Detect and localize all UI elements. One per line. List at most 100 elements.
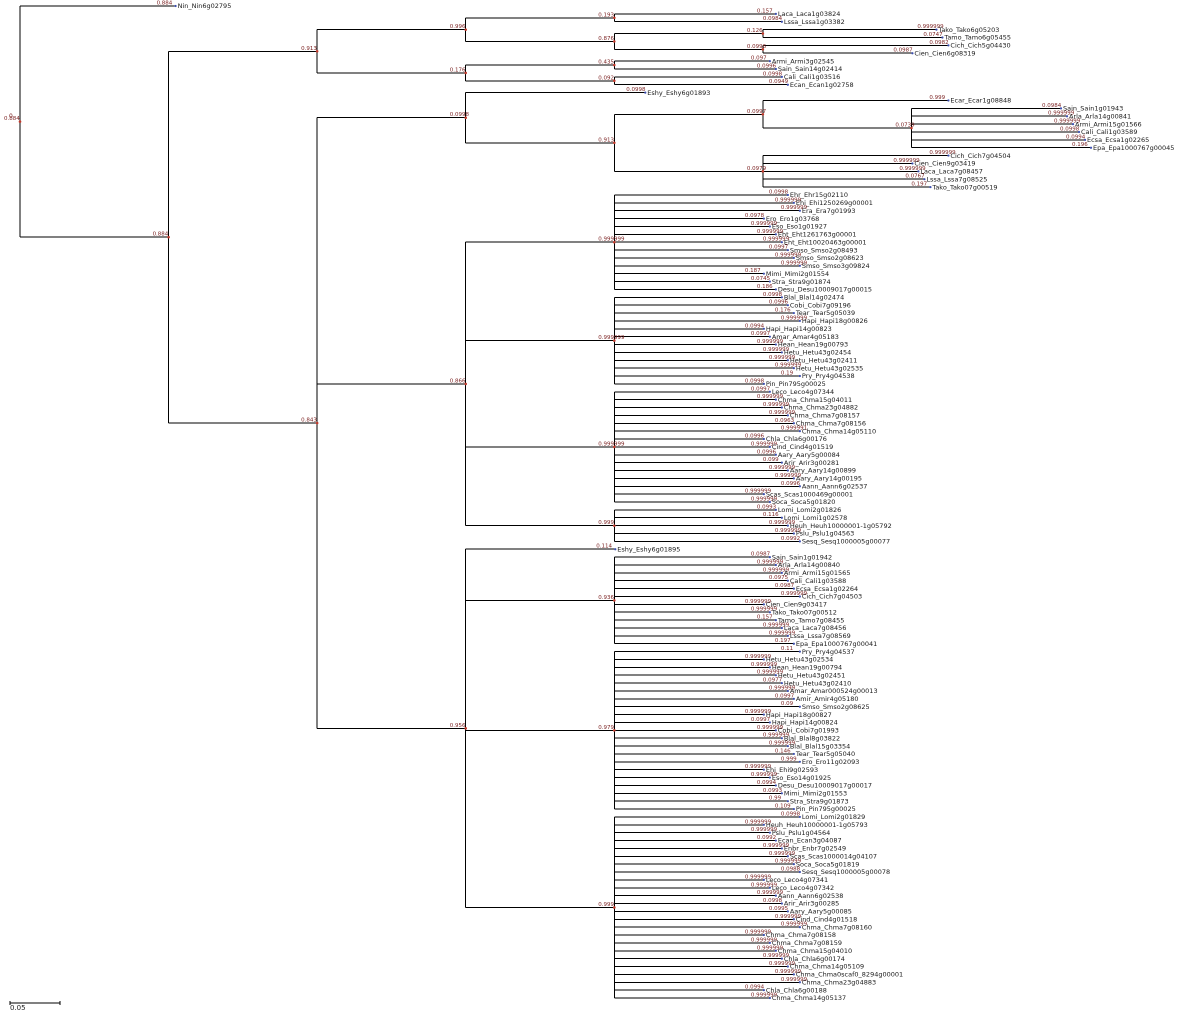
tip-node — [768, 390, 771, 393]
tip-node — [792, 532, 795, 535]
tip-node — [762, 327, 765, 330]
leaf-label-58: Arir_Arir3g00281 — [784, 459, 839, 467]
leaf-label-32: Smso_Smso2g08623 — [796, 254, 864, 262]
support-value: 0.999999 — [751, 993, 778, 999]
support-value: 0.0963 — [775, 418, 795, 424]
internal-node-20 — [612, 729, 616, 732]
support-value: 0.999999 — [751, 882, 778, 888]
leaf-label-5: Cich_Cich5g04430 — [950, 42, 1010, 50]
leaf-label-71: Arla_Arla14g00840 — [778, 561, 840, 569]
leaf-label-77: Tako_Tako07g00512 — [771, 608, 837, 616]
internal-node-11 — [761, 170, 765, 173]
support-value: 0.0747 — [923, 32, 943, 38]
support-value: 0.999999 — [598, 237, 625, 243]
tip-node — [798, 760, 801, 763]
tip-node — [774, 784, 777, 787]
leaf-label-26: Era_Era7g01993 — [802, 207, 856, 215]
support-value: 0.913 — [598, 137, 614, 143]
tip-node — [174, 4, 177, 8]
support-value: 0.999999 — [775, 859, 802, 865]
tip-node — [780, 737, 783, 740]
leaf-label-105: Pslu_Pslu1g04564 — [772, 829, 830, 837]
internal-node-16 — [612, 445, 616, 449]
support-value: 0.936 — [598, 595, 614, 601]
tip-node — [762, 493, 765, 496]
support-value: 0.999999 — [751, 772, 778, 778]
tip-node — [768, 335, 771, 338]
leaf-label-42: Amar_Amar4g05183 — [772, 333, 839, 341]
internal-node-23 — [315, 421, 319, 425]
tip-node — [768, 721, 771, 724]
support-value: 0.0996 — [757, 449, 777, 455]
support-value: 0.0987 — [893, 48, 913, 54]
support-value: 0.0997 — [751, 386, 771, 392]
tip-node — [798, 319, 801, 323]
support-value: 0.999999 — [745, 489, 772, 495]
tip-node — [780, 406, 783, 409]
leaf-label-115: Aary_Aary5g00085 — [790, 908, 852, 916]
support-value: 0.0992 — [757, 835, 776, 841]
support-value: 0.0992 — [781, 536, 800, 542]
tip-node — [768, 611, 771, 614]
leaf-label-7: Armi_Armi3g02545 — [772, 57, 834, 65]
support-value: 0.999999 — [763, 733, 790, 739]
tip-node — [774, 67, 777, 71]
support-value: 0.956 — [450, 723, 466, 729]
tip-node — [768, 996, 771, 1000]
support-value: 0.99 — [769, 796, 782, 802]
support-value: 0.0996 — [745, 434, 765, 440]
support-value: 0.0998 — [763, 71, 783, 77]
support-value: 0.435 — [598, 60, 614, 66]
support-value: 0.999999 — [769, 355, 796, 361]
tip-node — [774, 618, 777, 622]
tip-node — [644, 91, 647, 94]
leaf-label-16: Cali_Cali1g03589 — [1081, 128, 1137, 136]
support-value: 0.176 — [450, 67, 466, 73]
tip-node — [768, 941, 771, 944]
tip-node — [792, 422, 795, 425]
leaf-label-79: Laca_Laca7g08456 — [784, 624, 847, 632]
support-value: 0.099 — [763, 457, 779, 463]
tip-node — [774, 398, 777, 401]
leaf-label-18: Epa_Epa1000767g00045 — [1093, 144, 1174, 152]
support-value: 0.999999 — [751, 221, 778, 227]
support-value: 0.999999 — [745, 599, 772, 605]
leaf-label-126: Chma_Chma14g05137 — [772, 994, 846, 1002]
tip-node — [780, 241, 783, 244]
tip-node — [762, 603, 765, 606]
support-value: 0.0988 — [781, 867, 801, 873]
leaf-label-85: Hetu_Hetu43g02451 — [778, 671, 845, 679]
support-value: 0.114 — [596, 544, 612, 550]
leaf-label-11: Eshy_Eshy6g01893 — [647, 89, 710, 97]
tip-node — [786, 910, 789, 913]
leaf-label-95: Tear_Tear5g05040 — [795, 750, 855, 758]
leaf-label-108: Scas_Scas1000014g04107 — [790, 852, 877, 860]
leaf-label-25: Ehi_Ehi1250269g00001 — [796, 199, 873, 207]
support-value: 0.157 — [757, 8, 773, 14]
support-value: 0.999 — [598, 520, 614, 526]
support-value: 0.0982 — [929, 40, 948, 46]
support-value: 0.996 — [450, 24, 466, 30]
support-value: 0.999999 — [769, 410, 796, 416]
support-value: 0.11 — [781, 646, 793, 652]
tip-node — [774, 12, 777, 15]
leaf-label-91: Hapi_Hapi14g00824 — [772, 719, 838, 727]
leaf-label-112: Leco_Leco4g07342 — [772, 884, 834, 892]
leaf-label-0: Nin_Nin6g02795 — [178, 2, 232, 10]
tip-node — [947, 44, 950, 47]
leaf-label-110: Sesq_Sesq1000005g00078 — [802, 868, 890, 876]
support-value: 0.0978 — [745, 213, 765, 219]
tip-node — [762, 272, 765, 275]
tip-node — [798, 705, 801, 708]
support-value: 0.999999 — [757, 725, 784, 731]
support-value: 0.999999 — [751, 497, 778, 503]
internal-node-21 — [612, 906, 616, 909]
internal-node-3 — [612, 40, 616, 43]
leaf-label-22: Lssa_Lssa7g08525 — [926, 175, 987, 183]
tip-node — [1065, 115, 1069, 118]
tip-node — [786, 304, 789, 307]
leaf-label-33: Smso_Smso3g09824 — [802, 262, 870, 270]
root-label: 0 — [9, 113, 13, 120]
leaf-label-64: Lomi_Lomi2g01826 — [778, 506, 841, 514]
internal-node-5 — [612, 63, 616, 67]
